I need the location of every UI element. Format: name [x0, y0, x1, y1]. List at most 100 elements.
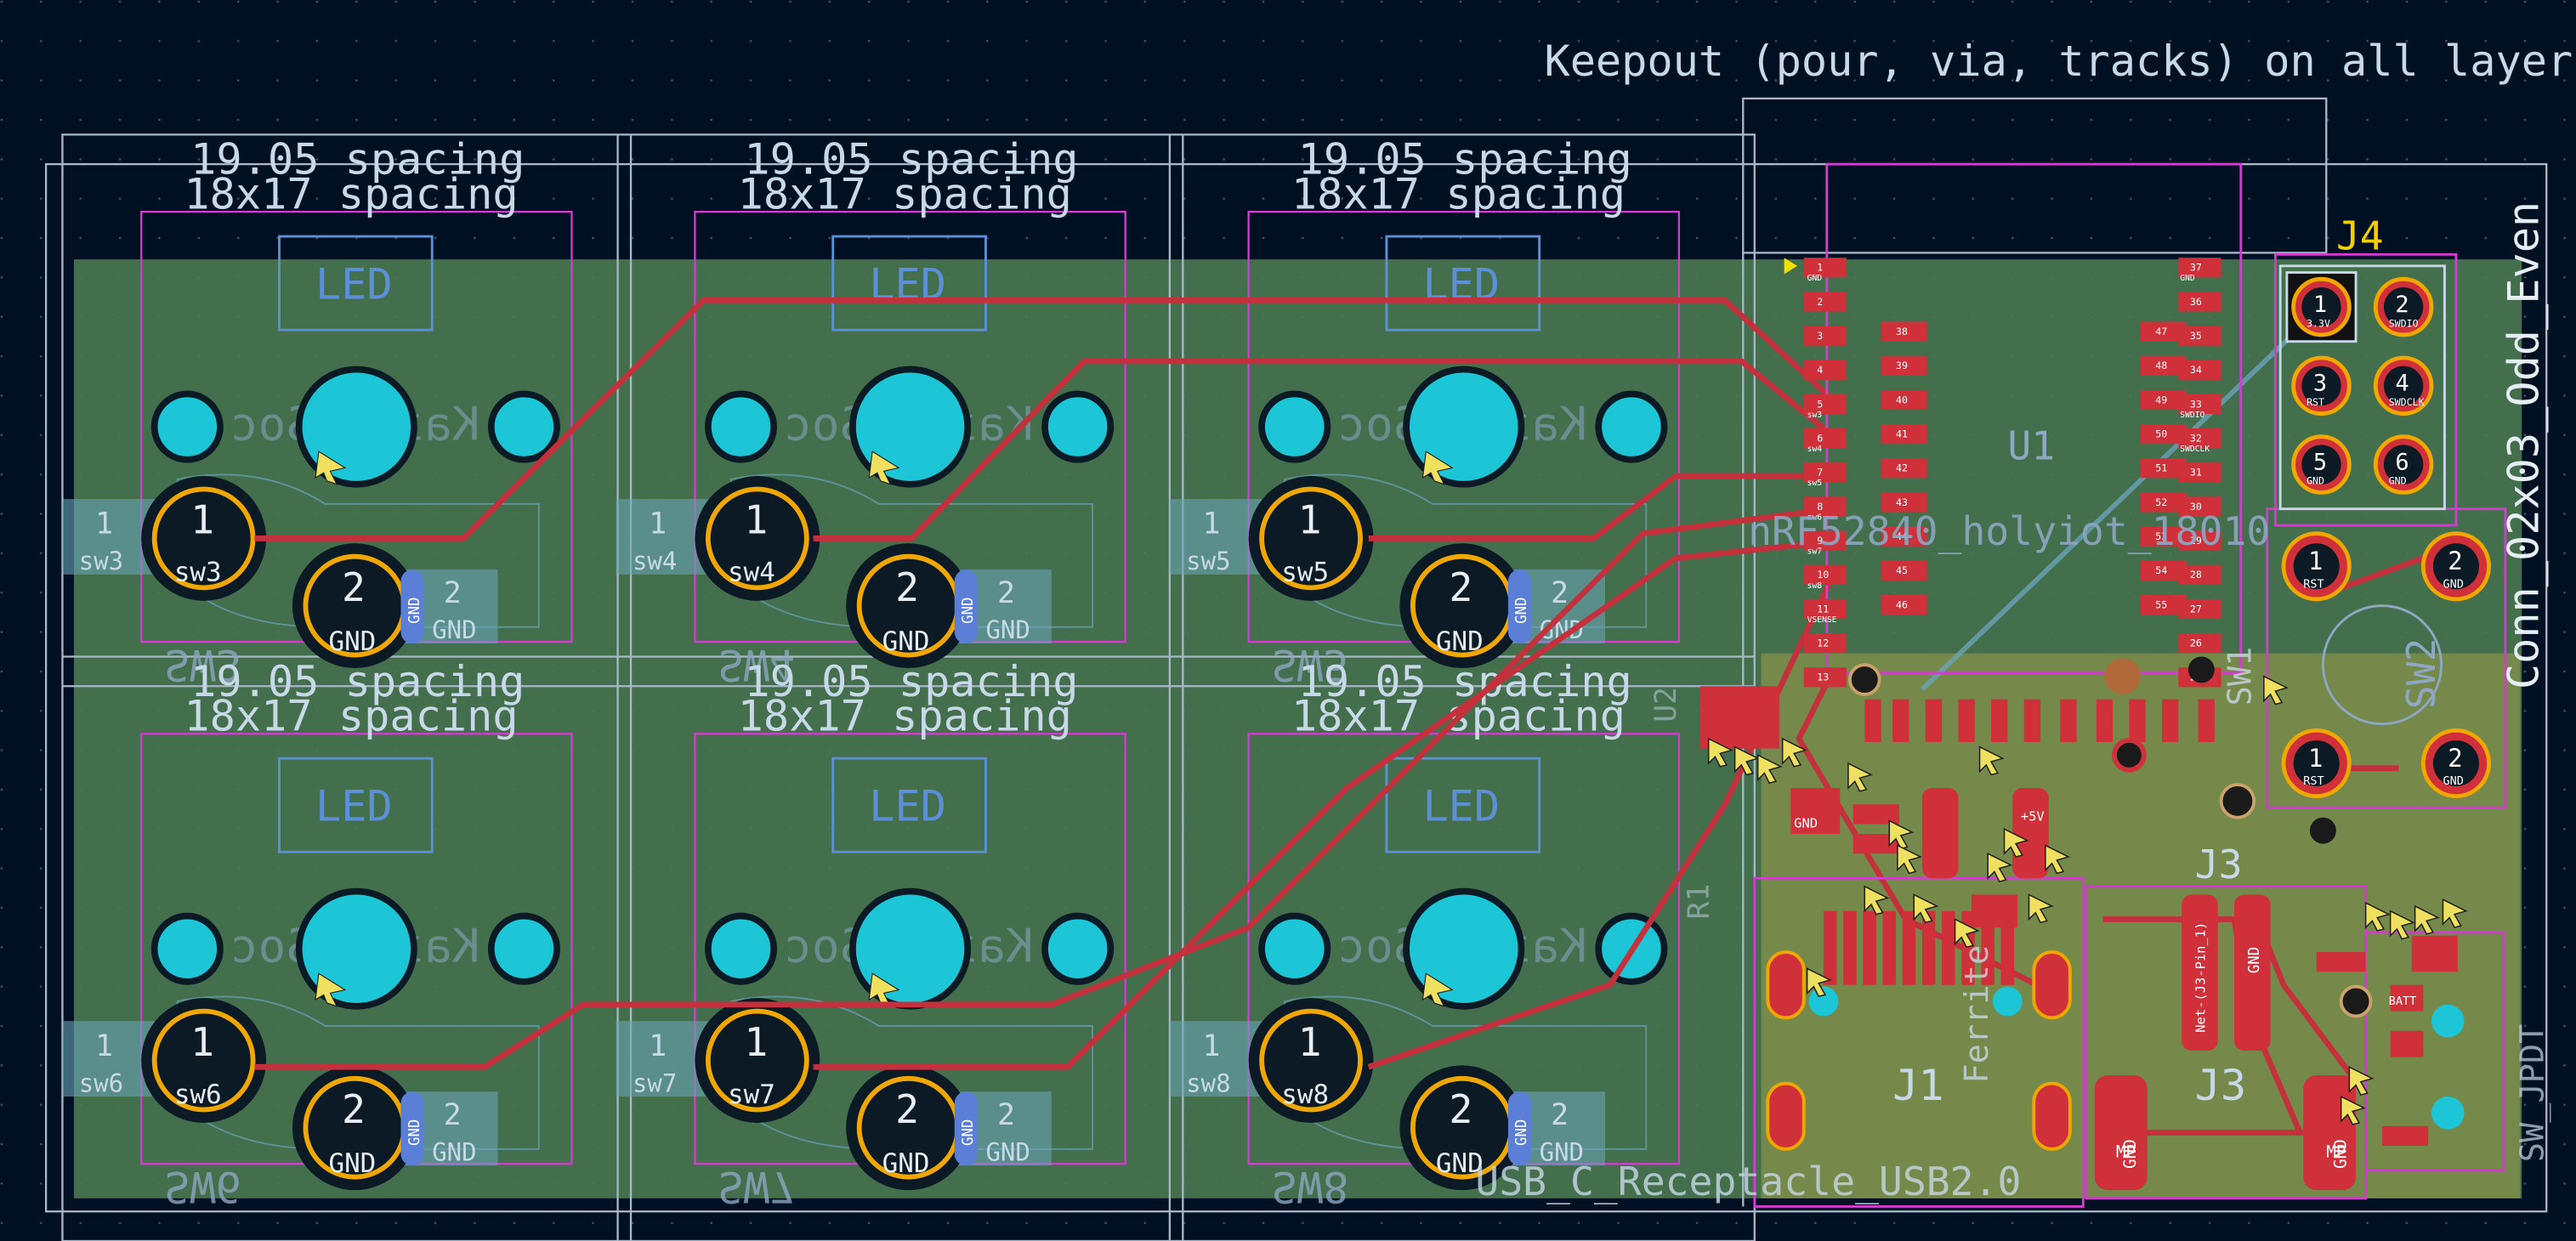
u1-pad-27[interactable] — [2178, 598, 2221, 620]
npth-right — [1595, 390, 1668, 463]
u1-pad-30[interactable] — [2178, 496, 2221, 517]
u1-pad-38[interactable] — [1881, 321, 1927, 342]
pad1[interactable] — [705, 486, 809, 591]
pad1-back-num: 1 — [95, 507, 113, 541]
pad1[interactable] — [705, 1008, 809, 1113]
pad1[interactable] — [151, 1008, 256, 1113]
u1-pad-43[interactable] — [1881, 492, 1927, 513]
pad1-back-net: sw7 — [633, 1068, 677, 1097]
u1-pad-28[interactable] — [2178, 564, 2221, 585]
hotswap-outline — [729, 995, 1094, 1150]
u1-pad-num: 36 — [2190, 296, 2202, 308]
sw2-drill — [2293, 543, 2340, 590]
drc-arrow — [1781, 737, 1807, 768]
npth-left — [150, 390, 224, 463]
u1-pad-45[interactable] — [1881, 560, 1927, 581]
u1-pad-31[interactable] — [2178, 462, 2221, 483]
u1-pad-num: 31 — [2190, 467, 2202, 479]
u1-pad-33[interactable] — [2178, 394, 2221, 415]
drc-arrow — [1847, 762, 1874, 792]
pad2-smd-net: GND — [960, 597, 977, 623]
u1-pad-11[interactable] — [1803, 598, 1847, 620]
j4-pad-num: 6 — [2395, 449, 2409, 475]
u1-pad-42[interactable] — [1881, 458, 1927, 479]
u1-pad-54[interactable] — [2140, 560, 2187, 581]
u1-pad-4[interactable] — [1803, 360, 1847, 380]
u1-pad-47[interactable] — [2140, 321, 2187, 342]
u1-pad-10[interactable] — [1803, 564, 1847, 585]
drc-arrow — [2003, 828, 2029, 858]
u1-pad-29[interactable] — [2178, 530, 2221, 551]
drc-arrow — [1888, 819, 1915, 850]
pad2-net: GND — [328, 626, 376, 657]
led-outline — [831, 756, 987, 853]
u1-pad-num: 33 — [2190, 398, 2202, 410]
u1-pad-6[interactable] — [1803, 428, 1847, 449]
u1-pad-53[interactable] — [2140, 526, 2187, 547]
pad1[interactable] — [151, 486, 256, 591]
u1-pad-36[interactable] — [2178, 292, 2221, 312]
u1-pad-41[interactable] — [1881, 424, 1927, 445]
u1-pad-44[interactable] — [1881, 526, 1927, 547]
u1-pad-1[interactable] — [1803, 258, 1847, 278]
u1-pad-52[interactable] — [2140, 492, 2187, 513]
pad2-back-net: GND — [432, 615, 476, 644]
gnd-small-label: GND — [1794, 815, 1818, 830]
u1-pad-5[interactable] — [1803, 394, 1847, 415]
u1-pad-37[interactable] — [2178, 258, 2221, 278]
pad1[interactable] — [1259, 1008, 1363, 1113]
u1-pad-8[interactable] — [1803, 496, 1847, 517]
u1-pad-39[interactable] — [1881, 355, 1927, 376]
u1-pad-51[interactable] — [2140, 458, 2187, 479]
switch-ref-mirror: SW8 — [1272, 1162, 1349, 1212]
pad2-smd-net: GND — [960, 1119, 977, 1146]
j4-pad-num: 5 — [2313, 449, 2327, 475]
u1-pad-num: 12 — [1817, 638, 1829, 649]
u1-pad-num: 42 — [1896, 462, 1908, 474]
u1-pad-26[interactable] — [2178, 633, 2221, 654]
u1-pad-2[interactable] — [1803, 292, 1847, 312]
u1-bottom-pads — [1864, 699, 2215, 742]
pad2-smd-net: GND — [406, 597, 423, 623]
u1-pad-49[interactable] — [2140, 389, 2187, 411]
pad2-number: 2 — [1449, 1086, 1472, 1132]
u1-pad-net: sw5 — [1807, 479, 1823, 488]
j3-mp: MP — [2116, 1142, 2136, 1162]
led-label: LED — [315, 258, 393, 309]
u1-pad-7[interactable] — [1803, 462, 1847, 483]
led-outline — [278, 235, 434, 332]
u1-pad-num: 34 — [2190, 364, 2202, 376]
pad1-back-net: sw5 — [1186, 547, 1230, 575]
sw2-drill — [2432, 740, 2479, 787]
u1-pad-46[interactable] — [1881, 594, 1927, 615]
u1-pad-num: 3 — [1817, 330, 1823, 342]
u1-pad-40[interactable] — [1881, 389, 1927, 411]
u1-pad-32[interactable] — [2178, 428, 2221, 449]
j4-drill — [2383, 286, 2424, 327]
u1-pad-3[interactable] — [1803, 326, 1847, 346]
u1-pad-num: 44 — [1896, 530, 1908, 542]
spacing-label-1905: 19.05 spacing — [1298, 134, 1632, 184]
u1-pad-50[interactable] — [2140, 424, 2187, 445]
u1-pad-9[interactable] — [1803, 530, 1847, 551]
u1-pad-net: GND — [1807, 274, 1823, 283]
u1-pad-12[interactable] — [1803, 633, 1847, 654]
u1-pad-34[interactable] — [2178, 360, 2221, 380]
pad1[interactable] — [1259, 486, 1363, 591]
u1-pad-55[interactable] — [2140, 594, 2187, 615]
u1-pad-48[interactable] — [2140, 355, 2187, 376]
npth-right — [487, 390, 560, 463]
pad1-back-net: sw4 — [633, 547, 677, 575]
u1-pad-13[interactable] — [1803, 667, 1847, 688]
j4-ref: J4 — [2336, 213, 2384, 259]
drc-arrow — [1913, 893, 1939, 924]
ratsnest-line — [1920, 309, 2318, 692]
u1-pad-35[interactable] — [2178, 326, 2221, 346]
